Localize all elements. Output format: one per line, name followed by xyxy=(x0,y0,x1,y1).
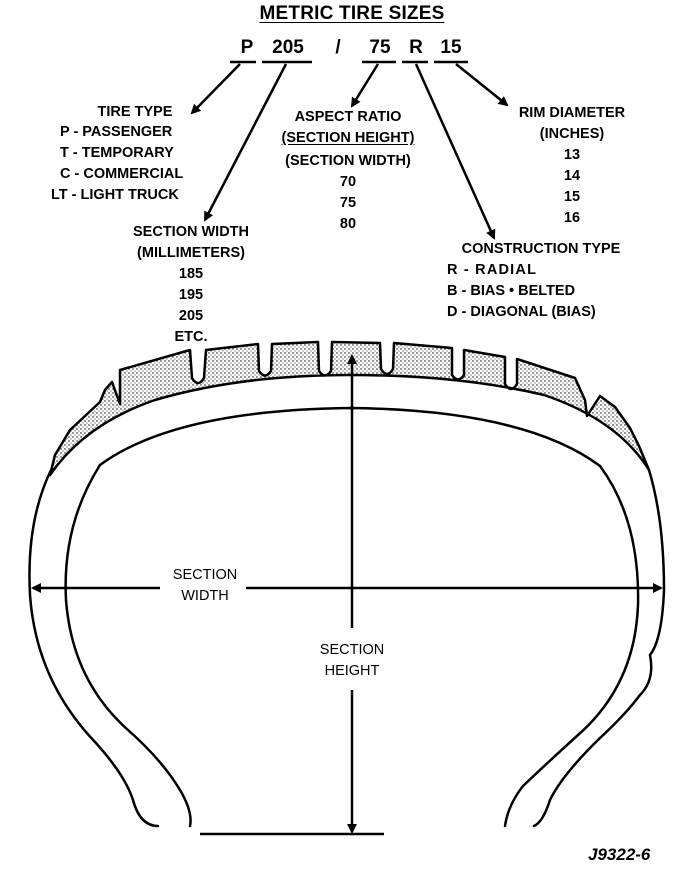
construction-type-item: B - BIAS • BELTED xyxy=(447,283,576,299)
rim-diameter-value: 14 xyxy=(563,168,581,184)
aspect-ratio-numerator: (SECTION HEIGHT) xyxy=(281,130,415,146)
arrow-rim-diameter xyxy=(455,63,509,107)
arrow-tire-type xyxy=(190,63,241,115)
aspect-ratio-value: 75 xyxy=(339,195,357,211)
inner-liner xyxy=(98,406,640,828)
left-sidewall-outer xyxy=(28,466,160,828)
arrow-aspect-ratio xyxy=(350,63,380,108)
section-width-unit: (MILLIMETERS) xyxy=(137,245,245,261)
section-height-label-line1: SECTION xyxy=(317,642,387,659)
tire-type-item: C - COMMERCIAL xyxy=(60,166,184,182)
tire-tread xyxy=(48,340,651,477)
construction-type-item: D - DIAGONAL (BIAS) xyxy=(447,304,596,320)
section-width-value: 205 xyxy=(178,308,204,324)
code-construction-letter: R xyxy=(409,37,423,58)
code-type-letter: P xyxy=(240,37,254,58)
aspect-ratio-heading: ASPECT RATIO xyxy=(294,109,402,125)
arrow-section-width xyxy=(203,63,288,222)
pointer-arrows xyxy=(190,63,509,240)
right-sidewall-outer xyxy=(532,468,666,828)
tire-type-item: LT - LIGHT TRUCK xyxy=(51,187,179,203)
construction-type-heading: CONSTRUCTION TYPE xyxy=(461,241,621,257)
section-width-value: 185 xyxy=(178,266,204,282)
tire-type-item: P - PASSENGER xyxy=(60,124,173,140)
section-width-label-line2: WIDTH xyxy=(181,588,229,604)
aspect-ratio-value: 70 xyxy=(339,174,357,190)
rim-diameter-heading: RIM DIAMETER xyxy=(518,105,626,121)
section-width-value: 195 xyxy=(178,287,204,303)
rim-diameter-unit: (INCHES) xyxy=(539,126,605,142)
aspect-ratio-denominator: (SECTION WIDTH) xyxy=(285,153,411,169)
code-aspect-ratio: 75 xyxy=(369,37,391,58)
section-width-label-line1: SECTION xyxy=(172,567,238,583)
tire-type-item: T - TEMPORARY xyxy=(60,145,174,161)
rim-diameter-value: 15 xyxy=(563,189,581,205)
section-height-label-line2: HEIGHT xyxy=(322,663,382,680)
section-width-value: ETC. xyxy=(174,329,208,345)
dimension-lines xyxy=(31,354,663,836)
tire-type-heading: TIRE TYPE xyxy=(97,104,173,120)
code-section-width: 205 xyxy=(272,37,304,58)
arrow-construction-type xyxy=(414,63,496,240)
code-slash: / xyxy=(335,37,341,58)
left-sidewall-inner xyxy=(64,463,192,828)
rim-diameter-value: 13 xyxy=(563,147,581,163)
code-rim-diameter: 15 xyxy=(440,37,462,58)
aspect-ratio-value: 80 xyxy=(339,216,357,232)
rim-diameter-value: 16 xyxy=(563,210,581,226)
construction-type-item: R - RADIAL xyxy=(447,262,538,278)
page-title: METRIC TIRE SIZES xyxy=(259,3,445,24)
tire-carcass xyxy=(28,406,666,828)
section-width-heading: SECTION WIDTH xyxy=(133,224,249,240)
figure-id: J9322-6 xyxy=(588,845,651,864)
